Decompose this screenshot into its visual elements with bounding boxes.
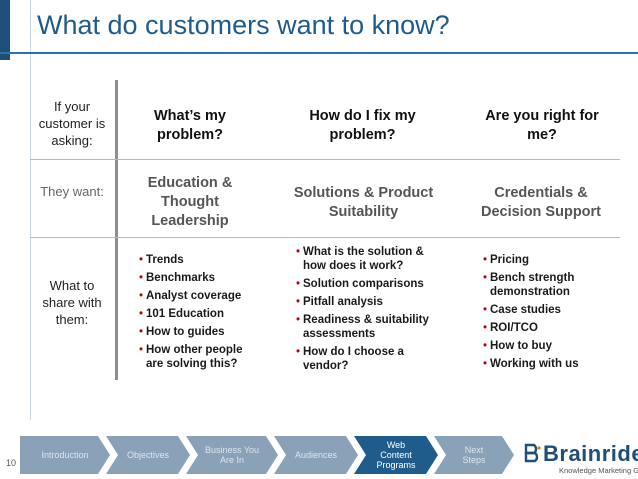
nav-objectives[interactable]: Objectives bbox=[106, 436, 190, 474]
brain-icon bbox=[524, 443, 541, 463]
col1-question: What’s my problem? bbox=[154, 108, 226, 143]
list-item: How to guides bbox=[139, 325, 261, 339]
col1-share-list: Trends Benchmarks Analyst coverage 101 E… bbox=[139, 253, 261, 375]
nav-audiences[interactable]: Audiences bbox=[274, 436, 358, 474]
list-item: How other people are solving this? bbox=[139, 343, 261, 371]
list-item: 101 Education bbox=[139, 307, 261, 321]
col1-want: Education & Thought Leadership bbox=[147, 175, 233, 229]
nav-next-steps[interactable]: Next Steps bbox=[434, 436, 514, 474]
nav-label: Introduction bbox=[41, 450, 89, 460]
nav-label: Next Steps bbox=[462, 445, 486, 465]
slide-title: What do customers want to know? bbox=[37, 10, 450, 40]
list-item: Solution comparisons bbox=[296, 277, 446, 291]
list-item: How do I choose a vendor? bbox=[296, 345, 446, 373]
page-number: 10 bbox=[6, 458, 17, 468]
list-item: ROI/TCO bbox=[483, 321, 603, 335]
logo-wordmark: Brainrider bbox=[543, 441, 638, 466]
list-item: Readiness & suitability assessments bbox=[296, 313, 446, 341]
list-item: Trends bbox=[139, 253, 261, 267]
list-item: Benchmarks bbox=[139, 271, 261, 285]
logo-tagline: Knowledge Marketing Group bbox=[559, 466, 638, 475]
row-label-want: They want: bbox=[40, 184, 104, 199]
list-item: Bench strength demonstration bbox=[483, 271, 603, 299]
col2-question: How do I fix my problem? bbox=[309, 108, 416, 143]
left-margin-rule bbox=[30, 0, 31, 420]
row-divider-2 bbox=[30, 237, 620, 238]
nav-label: Audiences bbox=[294, 450, 338, 460]
title-underline bbox=[0, 52, 638, 54]
row-divider-1 bbox=[30, 159, 620, 160]
col3-question: Are you right for me? bbox=[485, 108, 599, 143]
row-label-share: What to share with them: bbox=[42, 278, 102, 327]
row-label-divider bbox=[115, 80, 118, 380]
nav-label: Web Content Programs bbox=[376, 440, 416, 470]
list-item: Case studies bbox=[483, 303, 603, 317]
row-label-asking: If your customer is asking: bbox=[38, 99, 106, 148]
nav-label: Business You Are In bbox=[204, 445, 260, 465]
list-item: How to buy bbox=[483, 339, 603, 353]
col2-want: Solutions & Product Suitability bbox=[293, 185, 434, 220]
title-accent-bar bbox=[0, 0, 10, 60]
col3-want: Credentials & Decision Support bbox=[480, 185, 602, 220]
list-item: Working with us bbox=[483, 357, 603, 371]
nav-introduction[interactable]: Introduction bbox=[20, 436, 110, 474]
nav-business-you-are-in[interactable]: Business You Are In bbox=[186, 436, 278, 474]
list-item: What is the solution & how does it work? bbox=[296, 245, 446, 273]
col2-share-list: What is the solution & how does it work?… bbox=[296, 245, 446, 377]
list-item: Pricing bbox=[483, 253, 603, 267]
col3-share-list: Pricing Bench strength demonstration Cas… bbox=[483, 253, 603, 375]
list-item: Pitfall analysis bbox=[296, 295, 446, 309]
nav-web-content-programs[interactable]: Web Content Programs bbox=[354, 436, 438, 474]
list-item: Analyst coverage bbox=[139, 289, 261, 303]
nav-label: Objectives bbox=[126, 450, 170, 460]
